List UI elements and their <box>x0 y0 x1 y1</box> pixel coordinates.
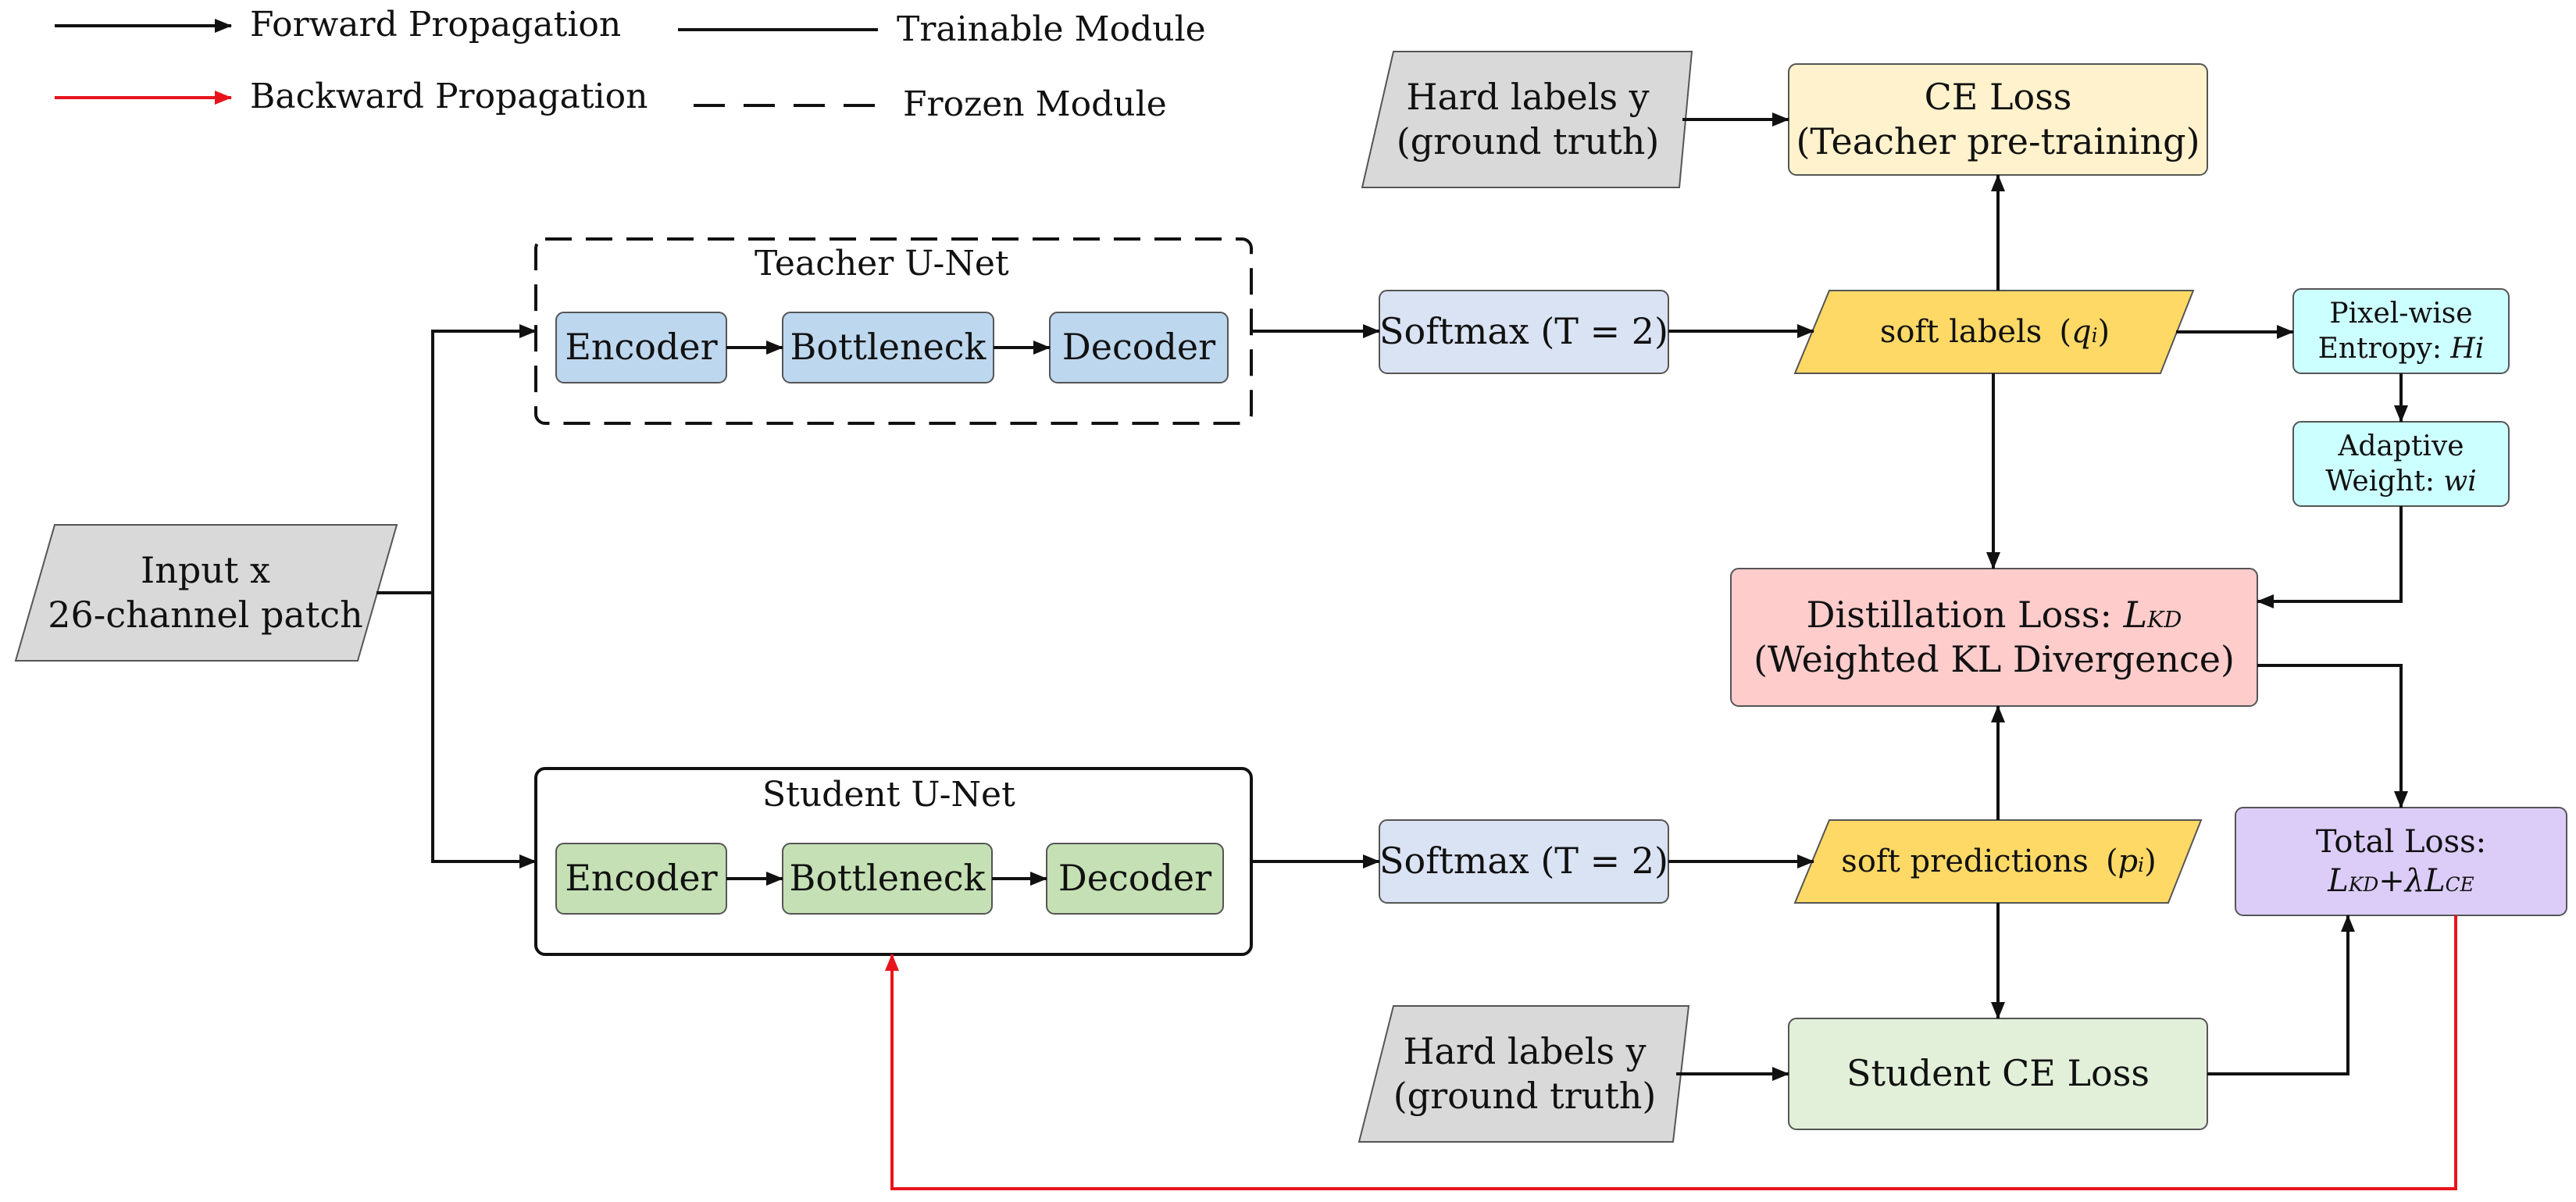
teacher-encoder: Encoder <box>565 326 718 369</box>
teacher-decoder: Decoder <box>1061 326 1216 369</box>
adaptive-weight: Adaptive Weight: wi <box>2293 422 2509 506</box>
student-title: Student U-Net <box>762 775 1015 815</box>
teacher-title: Teacher U-Net <box>755 244 1009 284</box>
arrow-to-teacher <box>431 324 537 593</box>
hard-labels-bottom: Hard labels y (ground truth) <box>1368 1006 1681 1142</box>
distillation-line2: (Weighted KL Divergence) <box>1754 638 2235 680</box>
hard-labels-bottom-shape <box>1358 1005 1690 1143</box>
input-shape <box>14 524 398 662</box>
distillation-line1: Distillation Loss: LKD <box>1806 593 2182 636</box>
teacher-bottleneck: Bottleneck <box>790 326 987 369</box>
hard-labels-top-line2: (ground truth) <box>1396 120 1660 162</box>
input-node: Input x 26-channel patch <box>23 525 387 661</box>
student-ce-loss: Student CE Loss <box>1846 1052 2150 1095</box>
legend-forward-label: Forward Propagation <box>250 5 622 45</box>
ce-loss-line1: CE Loss <box>1924 75 2072 118</box>
input-line1: Input x <box>141 548 270 591</box>
soft-labels-shape <box>1793 290 2195 374</box>
hard-labels-top-shape <box>1361 51 1693 188</box>
distillation-loss: Distillation Loss: LKD (Weighted KL Dive… <box>1731 569 2257 706</box>
student-bottleneck: Bottleneck <box>789 857 986 900</box>
student-decoder: Decoder <box>1058 857 1212 900</box>
soft-labels: soft labels (qi) <box>1804 291 2185 373</box>
arrow-backward <box>885 915 2457 1190</box>
hard-labels-bottom-line1: Hard labels y <box>1403 1029 1647 1072</box>
adaptive-weight-line1: Adaptive <box>2338 430 2464 462</box>
soft-predictions-text: soft predictions <box>1841 844 2089 879</box>
student-encoder: Encoder <box>565 857 718 900</box>
total-loss-line1: Total Loss: <box>2315 824 2487 860</box>
entropy-line2: Entropy: Hi <box>2317 333 2485 365</box>
ce-loss: CE Loss (Teacher pre-training) <box>1789 64 2207 175</box>
soft-labels-text: soft labels <box>1879 314 2043 350</box>
soft-predictions-shape <box>1793 819 2203 904</box>
total-loss: Total Loss: LKD+λLCE <box>2235 808 2567 915</box>
legend-backward-label: Backward Propagation <box>250 77 648 116</box>
softmax-teacher: Softmax (T = 2) <box>1379 310 1668 353</box>
legend-trainable-label: Trainable Module <box>897 9 1206 49</box>
arrow-distill-total <box>2257 664 2408 808</box>
entropy-line1: Pixel-wise <box>2329 298 2473 330</box>
input-line2: 26-channel patch <box>48 594 363 636</box>
soft-predictions: soft predictions (pi) <box>1804 820 2193 903</box>
soft-labels-symbol: (qi) <box>2059 314 2110 350</box>
entropy: Pixel-wise Entropy: Hi <box>2293 289 2509 373</box>
legend-frozen-label: Frozen Module <box>903 84 1167 124</box>
adaptive-weight-line2: Weight: wi <box>2325 465 2477 498</box>
arrow-to-student <box>431 593 537 869</box>
total-loss-formula: LKD+λLCE <box>2328 863 2474 899</box>
hard-labels-top: Hard labels y (ground truth) <box>1372 52 1684 187</box>
ce-loss-line2: (Teacher pre-training) <box>1796 120 2200 162</box>
arrow-weight-distill <box>2257 506 2403 608</box>
hard-labels-bottom-line2: (ground truth) <box>1393 1075 1657 1117</box>
softmax-student: Softmax (T = 2) <box>1379 840 1668 883</box>
soft-predictions-symbol: (pi) <box>2105 844 2157 879</box>
arrow-studentce-total <box>2207 915 2355 1075</box>
hard-labels-top-line1: Hard labels y <box>1406 75 1650 118</box>
